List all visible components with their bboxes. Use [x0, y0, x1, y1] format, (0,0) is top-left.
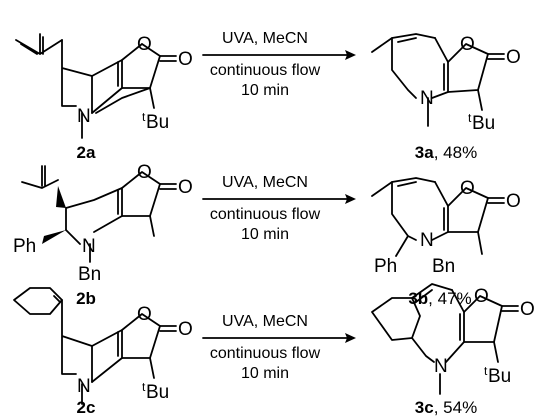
reactant-2b-oxygen-ring: O	[137, 162, 152, 183]
conditions-row-2: UVA, MeCN continuous flow 10 min	[202, 174, 356, 243]
product-3a-nitrogen: N	[420, 88, 434, 109]
product-3a-oxygen-ring: O	[460, 34, 475, 55]
reactant-2a-structure: O O N t Bu	[15, 33, 193, 139]
reactant-2b-benzyl: Bn	[78, 264, 101, 285]
reaction-arrow-1	[345, 50, 356, 60]
product-3b-yield: 47%	[438, 289, 472, 308]
conditions-3-line-3: 10 min	[241, 365, 289, 382]
reactant-2a-tbu: Bu	[146, 112, 169, 133]
product-3c-structure: O O N t Bu	[371, 283, 535, 395]
reaction-arrow-2	[345, 194, 356, 204]
reactant-2b-oxygen-carbonyl: O	[178, 177, 193, 198]
reactant-2b-structure: O O N Ph Bn	[13, 162, 193, 285]
product-3a-id: 3a	[415, 143, 434, 162]
conditions-row-3: UVA, MeCN continuous flow 10 min	[202, 313, 356, 382]
product-3b-id: 3b	[408, 289, 428, 308]
reactant-2c-structure: O O N t Bu	[13, 287, 193, 405]
conditions-2-line-1: UVA, MeCN	[222, 174, 308, 191]
reactant-2b-nitrogen: N	[82, 236, 96, 257]
conditions-1-line-2: continuous flow	[210, 62, 321, 79]
product-3c-id: 3c	[415, 398, 434, 416]
reactant-2a-oxygen-carbonyl: O	[178, 49, 193, 70]
product-3c-label: 3c, 54%	[415, 398, 477, 416]
product-3b-phenyl: Ph	[374, 256, 397, 277]
yield-separator-1: ,	[434, 143, 443, 162]
reactant-2a-oxygen-ring: O	[137, 34, 152, 55]
product-3a-structure: O O N t Bu	[371, 33, 521, 134]
product-3a-oxygen-carbonyl: O	[506, 47, 521, 68]
reactant-2a-tbu-prefix: t	[142, 110, 146, 124]
product-3c-tbu-prefix: t	[484, 364, 488, 378]
reactant-2c-oxygen-ring: O	[137, 304, 152, 325]
reactant-2b-phenyl: Ph	[13, 236, 36, 257]
reactant-2c-oxygen-carbonyl: O	[178, 319, 193, 340]
reactant-2c-tbu-prefix: t	[142, 380, 146, 394]
reactant-2c-label: 2c	[77, 398, 96, 416]
product-3b-oxygen-carbonyl: O	[506, 191, 521, 212]
reactant-2b-label: 2b	[76, 289, 96, 308]
product-3b-benzyl: Bn	[432, 256, 455, 277]
reactant-2c-nitrogen: N	[77, 376, 91, 397]
product-3b-oxygen-ring: O	[460, 178, 475, 199]
conditions-1-line-1: UVA, MeCN	[222, 30, 308, 47]
product-3b-nitrogen: N	[420, 230, 434, 251]
product-3c-oxygen-carbonyl: O	[520, 299, 535, 320]
yield-separator-2: ,	[428, 289, 437, 308]
reactant-2a-nitrogen: N	[77, 106, 91, 127]
product-3c-oxygen-ring: O	[474, 286, 489, 307]
product-3a-label: 3a, 48%	[415, 143, 477, 162]
reaction-arrow-3	[345, 333, 356, 343]
reactant-2c-tbu: Bu	[146, 382, 169, 403]
conditions-3-line-1: UVA, MeCN	[222, 313, 308, 330]
product-3a-yield: 48%	[443, 143, 477, 162]
product-3c-nitrogen: N	[434, 356, 448, 377]
product-3c-tbu: Bu	[488, 366, 511, 387]
product-3a-tbu: Bu	[472, 113, 495, 134]
conditions-2-line-3: 10 min	[241, 226, 289, 243]
product-3b-structure: O O N Ph Bn	[371, 177, 521, 277]
conditions-1-line-3: 10 min	[241, 82, 289, 99]
yield-separator-3: ,	[434, 398, 443, 416]
reactant-2a-label: 2a	[77, 143, 96, 162]
product-3c-yield: 54%	[443, 398, 477, 416]
product-3b-label: 3b, 47%	[408, 289, 471, 308]
conditions-2-line-2: continuous flow	[210, 206, 321, 223]
conditions-3-line-2: continuous flow	[210, 345, 321, 362]
product-3a-tbu-prefix: t	[468, 111, 472, 125]
conditions-row-1: UVA, MeCN continuous flow 10 min	[202, 30, 356, 99]
